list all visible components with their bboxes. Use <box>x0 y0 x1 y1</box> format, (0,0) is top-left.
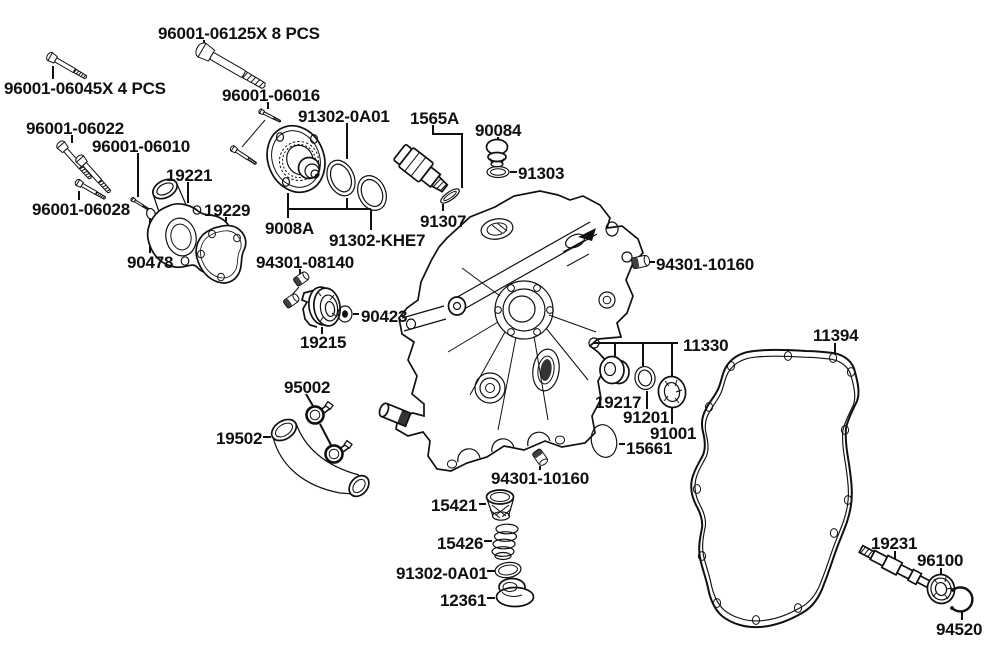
label-91302-khe7: 91302-KHE7 <box>329 231 425 250</box>
label-91302-0a01-top: 91302-0A01 <box>298 107 390 126</box>
label-15421: 15421 <box>431 496 477 515</box>
label-19215: 19215 <box>300 333 346 352</box>
bolt-96001-06045 <box>44 50 89 82</box>
label-96001-06045: 96001-06045X 4 PCS <box>4 79 166 98</box>
part-94301-08140-pins <box>282 270 311 310</box>
label-1565a: 1565A <box>410 109 459 128</box>
part-19221-water-pump-cover <box>146 178 232 274</box>
label-19221: 19221 <box>166 166 212 185</box>
part-12361-cap <box>495 577 535 608</box>
bolt-96001-06022 <box>54 139 95 182</box>
label-19217: 19217 <box>595 393 641 412</box>
label-95002: 95002 <box>284 378 330 397</box>
part-15426-spring <box>491 523 519 561</box>
label-19502: 19502 <box>216 429 262 448</box>
part-91307-oring <box>440 188 460 204</box>
label-96001-06016: 96001-06016 <box>222 86 320 105</box>
part-15661-oring <box>590 424 618 458</box>
label-91201: 91201 <box>623 408 669 427</box>
label-11394: 11394 <box>813 326 859 345</box>
part-crankcase-cover <box>378 190 644 472</box>
part-19229-gasket <box>195 224 247 284</box>
label-96001-06010: 96001-06010 <box>92 137 190 156</box>
part-91302-0a01-oring-bottom <box>494 561 522 579</box>
part-91001-bearing <box>657 375 687 409</box>
part-95002-hose-clamps <box>304 397 354 467</box>
part-11394-cover-gasket <box>690 348 860 629</box>
part-91302-khe7-oring <box>357 175 387 211</box>
part-15421-strainer <box>485 489 515 521</box>
label-90084: 90084 <box>475 121 522 140</box>
label-91303: 91303 <box>518 164 564 183</box>
part-94520-circlip <box>950 586 974 613</box>
label-12361: 12361 <box>440 591 486 610</box>
part-91302-0a01-oring-top <box>326 159 356 197</box>
label-91302-0a01-bottom: 91302-0A01 <box>396 564 488 583</box>
part-91303-oring <box>486 165 510 179</box>
label-96001-06028: 96001-06028 <box>32 200 130 219</box>
label-15661: 15661 <box>626 439 672 458</box>
label-94301-08140: 94301-08140 <box>256 253 354 272</box>
label-94301-10160-bottom: 94301-10160 <box>491 469 589 488</box>
part-19215-pump-rotor <box>300 286 341 328</box>
label-9008a: 9008A <box>265 219 314 238</box>
part-96100-bearing <box>926 573 956 605</box>
label-96100: 96100 <box>917 551 963 570</box>
part-19502-water-hose <box>270 418 370 498</box>
bolt-96001-06010 <box>130 196 150 211</box>
label-91307: 91307 <box>420 212 466 231</box>
label-90478: 90478 <box>127 253 173 272</box>
label-94301-10160-right: 94301-10160 <box>656 255 754 274</box>
label-96001-06022: 96001-06022 <box>26 119 124 138</box>
part-9008a-thermostat <box>266 124 326 194</box>
part-1565a-thermo-sensor <box>393 144 449 193</box>
label-96001-06125: 96001-06125X 8 PCS <box>158 24 320 43</box>
label-90423: 90423 <box>361 307 407 326</box>
label-91001: 91001 <box>650 424 696 443</box>
part-91201-oil-seal <box>634 365 656 391</box>
bolt-96001-06016 <box>229 108 282 167</box>
label-94520: 94520 <box>936 620 982 639</box>
label-11330: 11330 <box>683 336 728 355</box>
part-90423-nut <box>337 305 353 323</box>
bolt-96001-06022-b <box>73 153 114 196</box>
part-19217-oil-seal <box>599 355 630 385</box>
assembly-arrow <box>578 228 596 241</box>
label-19231: 19231 <box>871 534 917 553</box>
part-90084-plug <box>485 138 509 168</box>
part-94301-10160-dowel-bottom <box>531 447 550 468</box>
label-15426: 15426 <box>437 534 483 553</box>
label-19229: 19229 <box>204 201 250 220</box>
